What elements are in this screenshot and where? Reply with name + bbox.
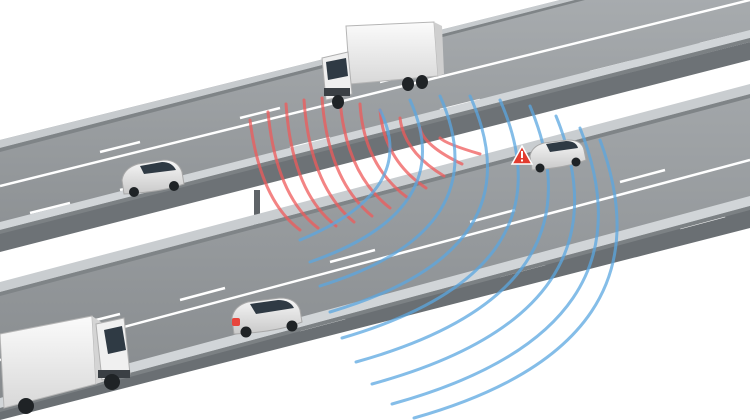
- highway-upper-carriageway: [0, 0, 750, 252]
- sign-post: [254, 190, 260, 228]
- near-guardrail-upper: [0, 30, 750, 234]
- car: [231, 297, 303, 338]
- warning-triangle-icon: [510, 144, 534, 165]
- truck: [0, 315, 131, 414]
- car: [529, 139, 587, 173]
- truck: [321, 21, 444, 109]
- car: [121, 159, 185, 197]
